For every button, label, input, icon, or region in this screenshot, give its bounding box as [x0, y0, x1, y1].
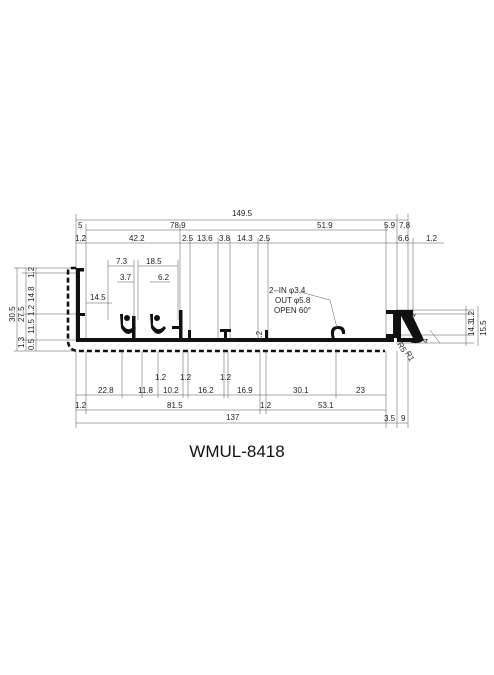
- note-line-1: 2--IN φ3.4: [269, 286, 306, 295]
- profile-labels: 3 4.2: [229, 330, 264, 342]
- dim-left-14-8: 14.8: [27, 286, 36, 302]
- dim-bottom-1-2-mid: 1.2: [260, 401, 272, 410]
- dim-top-5: 5: [78, 221, 83, 230]
- dim-top-7-8: 7.8: [399, 221, 411, 230]
- dim-top-13-6: 13.6: [197, 234, 213, 243]
- dim-right-15-5: 15.5: [479, 320, 488, 336]
- dim-right-14-3: 14.3: [467, 320, 476, 336]
- right-clip: [386, 310, 397, 338]
- t-boss-cap: [220, 329, 231, 332]
- bottom-dimension-lines: [75, 351, 409, 428]
- right-wedge: [397, 310, 424, 344]
- dim-bottom-81-5: 81.5: [167, 401, 183, 410]
- left-lip: [76, 268, 84, 272]
- hook-2: [150, 314, 166, 334]
- left-dimension-labels: 30.5 1.2 27.5 14.8 11.5 1.2 1.3 0.5: [8, 266, 36, 350]
- dim-bottom-16-2: 16.2: [198, 386, 214, 395]
- dim-top-78-9: 78.9: [170, 221, 186, 230]
- dim-bottom-22-8: 22.8: [98, 386, 114, 395]
- dim-left-1-2-top: 1.2: [27, 266, 36, 278]
- port-note: 2--IN φ3.4 OUT φ5.8 OPEN 60°: [269, 286, 338, 329]
- dim-inner-14-5: 14.5: [90, 293, 106, 302]
- left-tab: [80, 313, 85, 316]
- note-line-3: OPEN 60°: [274, 306, 311, 315]
- dim-left-30-5: 30.5: [8, 306, 17, 322]
- dim-bottom-1-2-c: 1.2: [220, 373, 232, 382]
- dim-bottom-16-9: 16.9: [237, 386, 253, 395]
- bottom-dimension-labels: 22.8 11.8 10.2 16.2 16.9 30.1 23 1.2 1.2…: [75, 373, 406, 423]
- dim-bottom-1-2-left: 1.2: [75, 401, 87, 410]
- dim-left-0-5: 0.5: [27, 338, 36, 350]
- dim-top-149-5: 149.5: [232, 209, 253, 218]
- dim-top-6-6: 6.6: [398, 234, 410, 243]
- channel-wall: [179, 310, 183, 340]
- hook-1-knob: [124, 315, 130, 321]
- aluminium-profile: [66, 266, 424, 353]
- part-number-title: WMUL-8418: [189, 442, 284, 461]
- top-dimension-lines: [75, 214, 444, 340]
- dim-top-3-8: 3.8: [219, 234, 231, 243]
- dim-bottom-11-8: 11.8: [138, 386, 154, 395]
- dim-top-42-2: 42.2: [129, 234, 145, 243]
- dim-top-14-3: 14.3: [237, 234, 253, 243]
- channel-lip: [172, 326, 181, 329]
- dim-bottom-1-2-a: 1.2: [155, 373, 167, 382]
- dim-left-27-5: 27.5: [17, 306, 26, 322]
- dim-bottom-10-2: 10.2: [163, 386, 179, 395]
- dim-left-1-2-mid: 1.2: [27, 304, 36, 316]
- dim-top-5-9: 5.9: [384, 221, 396, 230]
- label-3: 3: [229, 337, 238, 342]
- dashed-outline: [66, 266, 385, 353]
- screw-port: [330, 326, 346, 339]
- base-web: [76, 338, 394, 342]
- label-4-2: 4.2: [255, 330, 264, 342]
- fin-2: [265, 330, 268, 340]
- dim-bottom-1-2-b: 1.2: [180, 373, 192, 382]
- dim-inner-3-7: 3.7: [120, 273, 132, 282]
- dim-right-4: 4: [421, 338, 430, 343]
- dim-top-1-2-right: 1.2: [426, 234, 438, 243]
- dim-right-r1: R1: [403, 350, 416, 364]
- dim-top-51-9: 51.9: [317, 221, 333, 230]
- dim-left-1-3: 1.3: [17, 336, 26, 348]
- dim-right-1-2: 1.2: [467, 310, 476, 322]
- t-boss: [224, 331, 227, 339]
- dim-top-2-5-b: 2.5: [259, 234, 271, 243]
- dim-bottom-3-5: 3.5: [384, 414, 396, 423]
- dim-bottom-9: 9: [401, 414, 406, 423]
- dim-top-2-5-a: 2.5: [182, 234, 194, 243]
- hook-2-knob: [154, 315, 160, 321]
- dim-bottom-23: 23: [356, 386, 365, 395]
- fin-1: [188, 330, 191, 340]
- dim-inner-7-3: 7.3: [116, 257, 128, 266]
- dim-inner-6-2: 6.2: [158, 273, 170, 282]
- dim-bottom-30-1: 30.1: [293, 386, 309, 395]
- right-wedge-tab: [408, 310, 413, 315]
- top-dimension-labels: 5 149.5 7.8 78.9 51.9 5.9 1.2 42.2 2.5 1…: [75, 209, 438, 302]
- dim-top-1-2-left: 1.2: [75, 234, 87, 243]
- dim-bottom-53-1: 53.1: [318, 401, 334, 410]
- dim-left-11-5: 11.5: [27, 318, 36, 334]
- dim-inner-18-5: 18.5: [146, 257, 162, 266]
- dim-bottom-137: 137: [226, 413, 240, 422]
- hook-1-post: [132, 316, 136, 340]
- left-wall: [76, 268, 80, 342]
- note-line-2: OUT φ5.8: [275, 296, 311, 305]
- left-dimension-lines: [14, 267, 76, 352]
